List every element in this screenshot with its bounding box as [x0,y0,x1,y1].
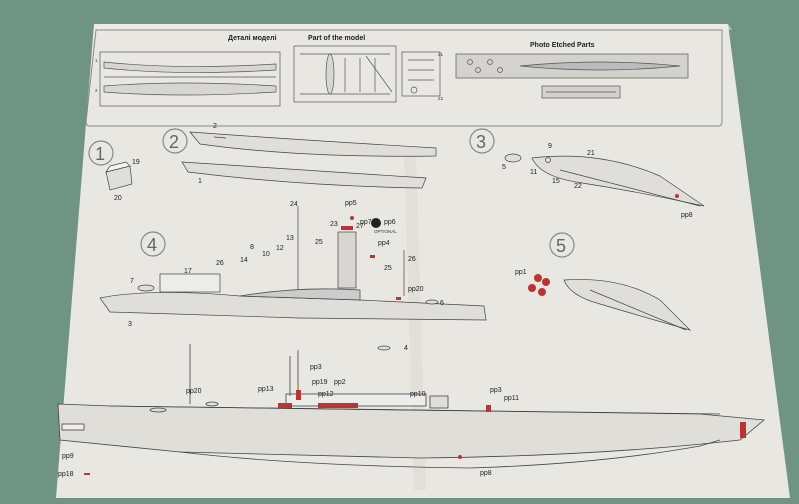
parts-header-panel: Деталі моделі Part of the model Photo Et… [85,29,723,127]
step-1-label-20: 20 [114,195,122,202]
hull-label-pp20: pp20 [186,388,202,395]
step-5-number: 5 [556,236,566,256]
hull-label-pp8: pp8 [480,470,492,477]
sprue-number-1: 1 [95,58,98,63]
step-2-label-2: 2 [213,123,217,130]
step-4-drawing [99,206,487,351]
hull-label-pp12: pp12 [318,391,334,398]
hull-label-pp2: pp2 [334,379,346,386]
step-3-label-pp8: pp8 [681,212,693,219]
step-1-number: 1 [95,144,105,164]
step-5-drawing [563,279,692,331]
parts-title-ru: Деталі моделі [228,34,277,42]
step-3-drawing [504,153,705,207]
step-4-label-12: 12 [276,245,284,252]
step-4-label-pp7: pp7 [360,219,372,226]
optional-pp6-marker [371,218,381,228]
hull-label-pp18: pp18 [58,471,74,478]
step-4-label-25b: 25 [384,265,392,272]
step-4-label-17: 17 [184,268,192,275]
step-4-label-25: 25 [315,239,323,246]
step-5: 5 [549,232,575,258]
step-4-label-26b: 26 [216,260,224,267]
step-4-label-26: 26 [408,256,416,263]
step-4-label-pp4: pp4 [378,240,390,247]
step-4-label-3: 3 [128,321,132,328]
step-1-drawing [105,161,133,191]
sprue-number-21: 21 [438,52,444,57]
step-3: 3 [469,128,495,154]
sprue-small [401,51,441,97]
propeller-icons [528,274,550,296]
step-4: 4 [140,231,166,257]
step-2-drawing [181,131,437,189]
step-4-label-13: 13 [286,235,294,242]
hull-label-pp11: pp11 [504,395,519,402]
step-3-label-11: 11 [530,169,537,176]
step-3-label-22: 22 [574,183,582,190]
final-hull-drawing [57,344,765,469]
sprue-number-2: 2 [95,88,98,93]
hull-label-pp3: pp3 [310,364,322,371]
step-4-label-4: 4 [404,345,408,352]
step-4-label-pp5: pp5 [345,200,357,207]
step-4-label-10: 10 [262,251,270,258]
step-4-label-7: 7 [130,278,134,285]
step-5-label-pp1: pp1 [515,269,527,276]
parts-title-en: Part of the model [308,35,365,42]
sprue-parts [293,45,397,103]
step-4-label-pp6: pp6 [384,219,396,226]
hull-label-pp13: pp13 [258,386,274,393]
hull-label-pp19: pp19 [312,379,328,386]
step-3-label-5: 5 [502,164,506,171]
pe-fret [455,53,689,99]
step-4-label-pp20: pp20 [408,286,424,293]
step-4-label-23: 23 [330,221,338,228]
hull-label-pp10: pp10 [410,391,426,398]
step-4-number: 4 [147,235,157,255]
step-4-label-8: 8 [250,244,254,251]
hull-label-pp9: pp9 [62,453,74,460]
pp8-marker-step3 [675,194,679,198]
step-4-label-27: 27 [356,223,364,230]
step-3-label-21: 21 [587,150,595,157]
step-4-label-14: 14 [240,257,248,264]
step-3-label-15: 15 [552,178,560,185]
step-2: 2 [162,128,188,154]
pe-title: Photo Etched Parts [530,42,595,49]
step-4-red-parts [341,216,401,300]
step-3-number: 3 [476,132,486,152]
step-2-label-1: 1 [198,178,202,185]
sprue-number-22: 22 [438,96,444,101]
final-hull-red-parts [84,390,746,475]
step-4-label-6: 6 [440,300,444,307]
step-3-label-9: 9 [548,143,552,150]
step-1-label-19: 19 [132,159,140,166]
hull-label-pp3b: pp3 [490,387,502,394]
step-4-label-24: 24 [290,201,298,208]
step-4-label-optional: OPTIONAL [374,229,397,234]
step-2-number: 2 [169,132,179,152]
step-1: 1 [88,140,114,166]
sprue-hull [99,51,281,107]
